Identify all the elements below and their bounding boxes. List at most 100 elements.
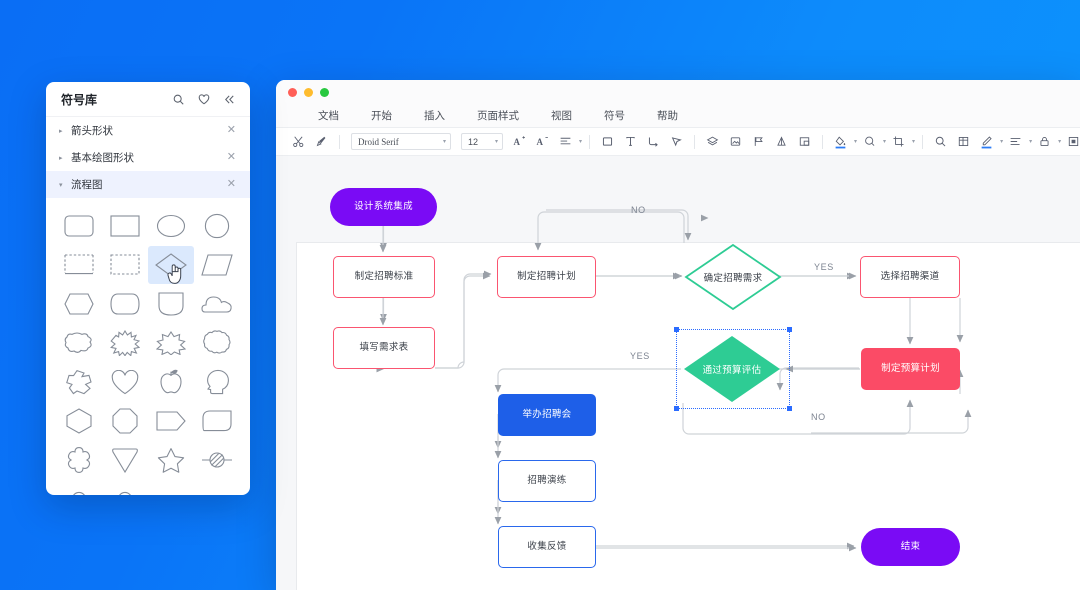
flow-node-budget[interactable]: 制定预算计划 <box>861 348 960 390</box>
flag-marker-icon[interactable] <box>748 132 769 152</box>
shape-fill-icon[interactable] <box>859 132 880 152</box>
shape-apple[interactable] <box>148 363 194 401</box>
menu-item-help[interactable]: 帮助 <box>657 110 678 122</box>
shape-hexagon-flat[interactable] <box>56 285 102 323</box>
close-icon[interactable]: ✕ <box>226 124 236 136</box>
flow-node-channel[interactable]: 选择招聘渠道 <box>860 256 960 298</box>
shape-capsule-bottom[interactable] <box>148 285 194 323</box>
chevron-down-icon[interactable]: ▾ <box>912 139 916 145</box>
flip-triangle-icon[interactable] <box>771 132 792 152</box>
crop-icon[interactable] <box>888 132 909 152</box>
shape-head-profile[interactable] <box>194 363 240 401</box>
shape-diamond[interactable] <box>148 246 194 284</box>
window-maximize-button[interactable] <box>320 87 329 97</box>
shape-star-burst[interactable] <box>148 324 194 362</box>
font-family-select[interactable]: Droid Serif ▾ <box>351 133 451 150</box>
flow-node-form[interactable]: 填写需求表 <box>333 327 435 369</box>
flow-node-standard[interactable]: 制定招聘标准 <box>333 256 435 298</box>
shape-gem-diamond[interactable] <box>102 441 148 479</box>
shape-rectangle[interactable] <box>102 207 148 245</box>
close-icon[interactable]: ✕ <box>226 151 236 163</box>
shape-tag-arrow[interactable] <box>148 402 194 440</box>
menu-item-page-style[interactable]: 页面样式 <box>477 110 519 122</box>
flow-node-plan[interactable]: 制定招聘计划 <box>497 256 596 298</box>
increase-font-size-icon[interactable]: A <box>509 132 530 152</box>
frame-icon[interactable] <box>794 132 815 152</box>
format-painter-icon[interactable] <box>311 132 332 152</box>
chevron-down-icon[interactable]: ▾ <box>1029 139 1033 145</box>
section-flowchart[interactable]: ▾ 流程图 ✕ <box>46 171 250 198</box>
lock-icon[interactable] <box>1034 132 1055 152</box>
flow-decision-budget-ok[interactable]: 通过预算评估 <box>683 335 781 403</box>
shape-stadium-hexagon[interactable] <box>102 285 148 323</box>
shape-resistor-symbol[interactable] <box>56 480 102 495</box>
connector-line-icon[interactable] <box>643 132 664 152</box>
paragraph-align-icon[interactable] <box>555 132 576 152</box>
section-arrow-shapes[interactable]: ▸ 箭头形状 ✕ <box>46 117 250 144</box>
shape-ellipse[interactable] <box>148 207 194 245</box>
menu-item-insert[interactable]: 插入 <box>424 110 445 122</box>
section-basic-shapes[interactable]: ▸ 基本绘图形状 ✕ <box>46 144 250 171</box>
shape-dashed-rectangle[interactable] <box>102 246 148 284</box>
chevron-down-icon: ▾ <box>442 139 446 145</box>
chevron-down-icon[interactable]: ▾ <box>1058 139 1062 145</box>
align-center-icon[interactable] <box>1063 132 1080 152</box>
resize-handle-top-left[interactable] <box>674 327 679 332</box>
window-minimize-button[interactable] <box>304 87 313 97</box>
shape-heart[interactable] <box>102 363 148 401</box>
shape-circle[interactable] <box>194 207 240 245</box>
font-size-select[interactable]: 12 ▾ <box>461 133 503 150</box>
cut-scissors-icon[interactable] <box>288 132 309 152</box>
window-close-button[interactable] <box>288 87 297 97</box>
shape-node-terminal[interactable] <box>102 480 148 495</box>
flow-decision-need[interactable]: 确定招聘需求 <box>684 243 782 311</box>
menu-item-document[interactable]: 文档 <box>318 110 339 122</box>
resize-handle-bottom-right[interactable] <box>787 406 792 411</box>
shape-circle-slash[interactable] <box>194 441 240 479</box>
shape-cloud[interactable] <box>194 285 240 323</box>
chevron-down-icon[interactable]: ▾ <box>579 139 583 145</box>
shape-folded-corner[interactable] <box>194 402 240 440</box>
resize-handle-top-right[interactable] <box>787 327 792 332</box>
selection-bounding-box[interactable] <box>674 327 792 411</box>
shape-scalloped-circle[interactable] <box>194 324 240 362</box>
resize-handle-bottom-left[interactable] <box>674 406 679 411</box>
chevron-down-icon[interactable]: ▾ <box>883 139 887 145</box>
shape-rounded-rectangle[interactable] <box>56 207 102 245</box>
insert-text-icon[interactable] <box>620 132 641 152</box>
chevron-right-icon: ▸ <box>59 154 63 162</box>
shape-hexagon[interactable] <box>56 402 102 440</box>
decrease-font-size-icon[interactable]: A <box>532 132 553 152</box>
flow-node-drill[interactable]: 招聘演练 <box>498 460 596 502</box>
insert-table-icon[interactable] <box>953 132 974 152</box>
insert-image-icon[interactable] <box>725 132 746 152</box>
menu-item-home[interactable]: 开始 <box>371 110 392 122</box>
pointer-tool-icon[interactable] <box>666 132 687 152</box>
shape-explosion-burst[interactable] <box>102 324 148 362</box>
zoom-search-icon[interactable] <box>930 132 951 152</box>
shape-clover[interactable] <box>56 441 102 479</box>
flow-node-fair[interactable]: 举办招聘会 <box>498 394 596 436</box>
shape-blob[interactable] <box>56 363 102 401</box>
chevron-down-icon[interactable]: ▾ <box>1000 139 1004 145</box>
shape-octagon[interactable] <box>102 402 148 440</box>
chevron-down-icon[interactable]: ▾ <box>854 139 858 145</box>
insert-shape-icon[interactable] <box>597 132 618 152</box>
fill-color-icon[interactable] <box>830 132 851 152</box>
close-icon[interactable]: ✕ <box>226 178 236 190</box>
flow-node-feedback[interactable]: 收集反馈 <box>498 526 596 568</box>
search-icon[interactable] <box>172 93 185 106</box>
collapse-panel-icon[interactable] <box>223 93 236 106</box>
menu-item-view[interactable]: 视图 <box>551 110 572 122</box>
favorite-heart-icon[interactable] <box>197 93 211 106</box>
menu-item-symbol[interactable]: 符号 <box>604 110 625 122</box>
pen-draw-icon[interactable] <box>976 132 997 152</box>
flow-node-start[interactable]: 设计系统集成 <box>330 188 437 226</box>
shape-thought-cloud[interactable] <box>56 324 102 362</box>
shape-star[interactable] <box>148 441 194 479</box>
layers-icon[interactable] <box>702 132 723 152</box>
line-spacing-icon[interactable] <box>1005 132 1026 152</box>
shape-parallelogram[interactable] <box>194 246 240 284</box>
shape-dashed-open-rectangle[interactable] <box>56 246 102 284</box>
flow-node-end[interactable]: 结束 <box>861 528 960 566</box>
